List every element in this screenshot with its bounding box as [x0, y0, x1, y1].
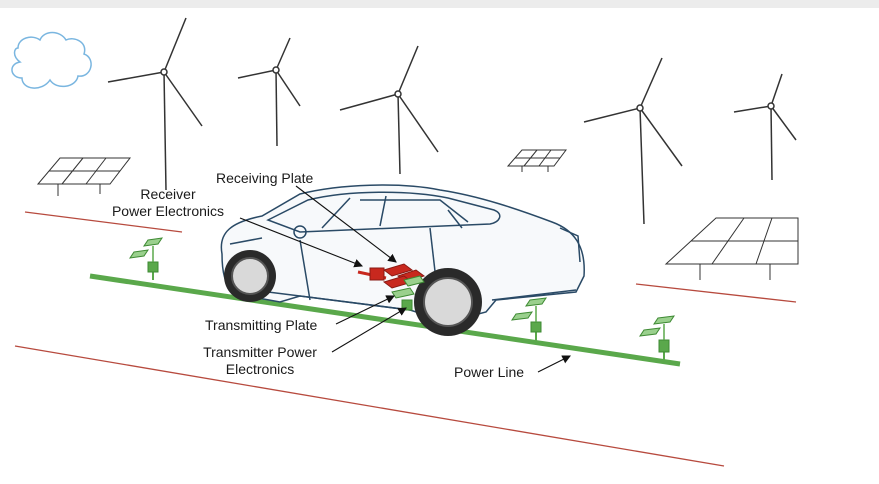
roadside-unit — [510, 297, 548, 342]
wind-turbine-icon — [237, 37, 301, 147]
solar-panel-icon — [36, 157, 132, 196]
label-power-line: Power Line — [454, 364, 525, 380]
road-edges — [14, 211, 797, 467]
wind-turbine-icon — [733, 73, 797, 181]
label-receiving-plate: Receiving Plate — [216, 170, 314, 186]
roadside-unit — [638, 315, 676, 362]
label-transmitting-plate: Transmitting Plate — [205, 317, 318, 333]
receiver-power-electronics-box — [357, 267, 387, 281]
wind-turbine-icon — [339, 45, 439, 175]
receiving-plate — [382, 263, 426, 289]
car-wheel — [224, 250, 276, 302]
top-bar — [0, 0, 879, 8]
solar-panel-icon — [664, 217, 799, 280]
label-transmitter-power-electronics: Transmitter Power Electronics — [203, 344, 317, 377]
wind-turbine-icon — [107, 17, 203, 191]
cloud-icon — [11, 31, 92, 89]
label-receiver-power-electronics: Receiver Power Electronics — [111, 186, 225, 219]
car-icon — [220, 184, 585, 323]
wind-turbine-icon — [583, 57, 683, 225]
leader-arrows — [239, 185, 571, 373]
car-wheel — [414, 268, 482, 336]
solar-panel-icon — [506, 149, 567, 172]
roadside-unit — [128, 237, 164, 280]
transmitting-plate — [391, 275, 425, 311]
